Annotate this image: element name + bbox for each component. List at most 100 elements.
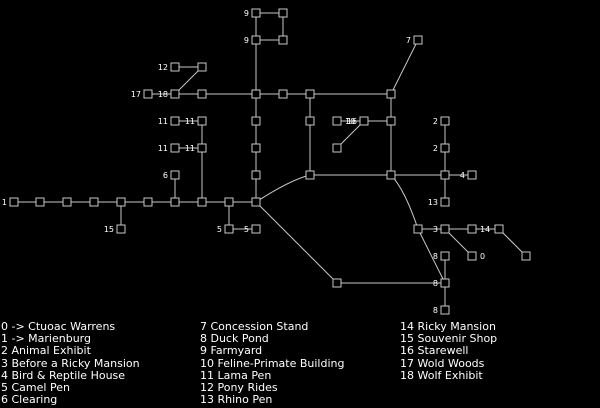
- location-a2: [35, 197, 45, 207]
- location-r1: [386, 116, 396, 126]
- location-box: [440, 143, 450, 153]
- location-box: [35, 197, 45, 207]
- location-box: [305, 116, 315, 126]
- location-n9c: [278, 35, 288, 45]
- location-m1: [305, 116, 315, 126]
- legend-entry: 15 Souvenir Shop: [400, 332, 498, 346]
- location-label: 5: [244, 225, 249, 234]
- location-n7: 7: [406, 35, 423, 45]
- location-box: [467, 224, 477, 234]
- location-box: [440, 278, 450, 288]
- location-box: [251, 89, 261, 99]
- location-c3: [251, 170, 261, 180]
- location-label: 17: [131, 90, 141, 99]
- location-a5: [116, 197, 126, 207]
- location-a4: [89, 197, 99, 207]
- location-n4: 4: [460, 170, 477, 180]
- location-box: [278, 89, 288, 99]
- location-box: [251, 143, 261, 153]
- location-n17: 17: [131, 89, 153, 99]
- path-a10-b1: [255, 201, 338, 284]
- location-box: [170, 143, 180, 153]
- location-b1: [332, 278, 342, 288]
- location-box: [440, 251, 450, 261]
- location-label: 3: [433, 225, 438, 234]
- location-label: 11: [158, 144, 168, 153]
- legend-entry: 6 Clearing: [1, 393, 58, 407]
- location-box: [332, 278, 342, 288]
- location-label: 4: [460, 171, 465, 180]
- location-e1: [494, 224, 504, 234]
- location-box: [386, 116, 396, 126]
- legend-entry: 2 Animal Exhibit: [1, 344, 91, 358]
- location-n11c: 11: [158, 143, 180, 153]
- legend-entry: 0 -> Ctuoac Warrens: [1, 320, 116, 333]
- location-label: 7: [406, 36, 411, 45]
- legend-entry: 1 -> Marienburg: [1, 332, 91, 346]
- location-c1: [251, 116, 261, 126]
- location-e2: [521, 251, 531, 261]
- location-label: 9: [244, 36, 249, 45]
- location-n16: 16: [347, 116, 369, 126]
- location-box: [305, 89, 315, 99]
- location-box: [359, 116, 369, 126]
- location-box: [116, 224, 126, 234]
- location-box: [467, 170, 477, 180]
- location-box: [170, 170, 180, 180]
- location-box: [251, 170, 261, 180]
- location-box: [440, 197, 450, 207]
- location-label: 1: [2, 198, 7, 207]
- map-paths: [14, 12, 527, 310]
- location-box: [89, 197, 99, 207]
- location-n9d: [278, 8, 288, 18]
- location-label: 0: [480, 252, 485, 261]
- location-box: [440, 305, 450, 315]
- location-n5b: 5: [244, 224, 261, 234]
- location-label: 15: [104, 225, 114, 234]
- location-n8a: 8: [433, 251, 450, 261]
- location-box: [305, 170, 315, 180]
- location-a10: [251, 197, 261, 207]
- location-p12: [197, 62, 207, 72]
- location-box: [251, 35, 261, 45]
- location-box: [494, 224, 504, 234]
- location-label: 6: [163, 171, 168, 180]
- location-box: [197, 143, 207, 153]
- location-r3: [440, 170, 450, 180]
- location-box: [521, 251, 531, 261]
- location-box: [251, 197, 261, 207]
- legend-entry: 10 Feline-Primate Building: [200, 356, 345, 370]
- location-label: 9: [244, 9, 249, 18]
- path-r2-r4: [390, 174, 419, 230]
- legend-entry: 4 Bird & Reptile House: [1, 368, 126, 382]
- location-n10: 10: [332, 116, 355, 126]
- location-label: 10: [345, 117, 355, 126]
- location-n2b: 2: [433, 143, 450, 153]
- location-label: 8: [433, 252, 438, 261]
- location-box: [278, 8, 288, 18]
- location-box: [440, 116, 450, 126]
- location-box: [440, 170, 450, 180]
- location-box: [467, 251, 477, 261]
- location-box: [332, 143, 342, 153]
- location-label: 13: [428, 198, 438, 207]
- location-h3: [278, 89, 288, 99]
- location-box: [332, 116, 342, 126]
- legend-entry: 17 Wold Woods: [400, 356, 485, 370]
- location-box: [440, 224, 450, 234]
- location-n6: 6: [163, 170, 180, 180]
- location-h5: [386, 89, 396, 99]
- legend-entry: 8 Duck Pond: [200, 332, 269, 346]
- location-h4: [305, 89, 315, 99]
- location-box: [224, 197, 234, 207]
- location-h2: [251, 89, 261, 99]
- location-box: [9, 197, 19, 207]
- location-a8: [197, 197, 207, 207]
- legend-entry: 18 Wolf Exhibit: [400, 368, 483, 382]
- location-box: [197, 197, 207, 207]
